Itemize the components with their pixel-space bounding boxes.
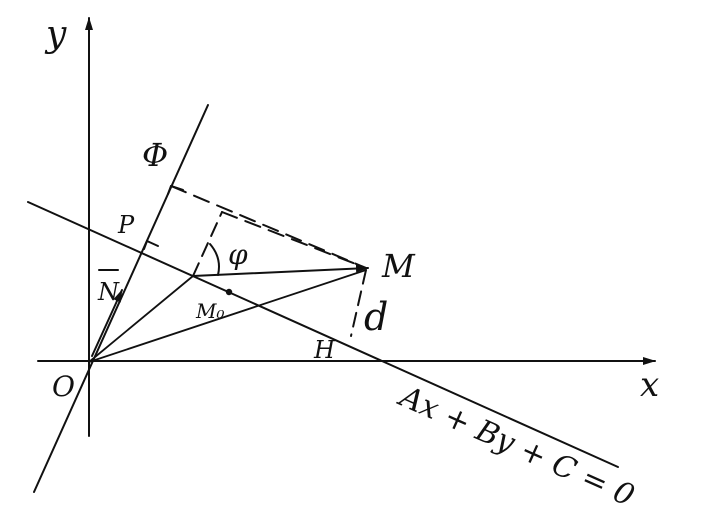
angle-arc-phi <box>209 243 220 276</box>
point-m0-dot <box>225 288 233 296</box>
point-p-label: P <box>117 211 135 239</box>
origin-label: O <box>52 370 75 403</box>
projection-phi-to-m <box>170 185 367 269</box>
ray-origin-to-line <box>88 275 194 363</box>
point-m-label: M <box>381 247 416 285</box>
dashed-short-segment <box>192 211 223 277</box>
y-axis-label: y <box>44 14 67 55</box>
angle-label: φ <box>228 238 248 271</box>
dashed-parallel <box>221 211 367 269</box>
point-m0-label: M₀ <box>195 299 225 323</box>
given-line <box>27 201 619 468</box>
normal-vector-label: N <box>97 278 120 306</box>
phi-line-label: Φ <box>142 136 168 174</box>
line-equation-label: Ax + By + C = 0 <box>392 378 639 514</box>
right-angle-mark-p <box>143 240 159 250</box>
vector-n <box>91 289 123 357</box>
distance-label: d <box>364 295 388 339</box>
vector-m0-to-m <box>192 264 369 277</box>
normal-line-phi <box>33 104 209 493</box>
point-h-label: H <box>313 336 336 364</box>
distance-segment-d <box>350 269 367 337</box>
x-axis-label: x <box>640 365 659 405</box>
ray-origin-to-m <box>88 269 367 363</box>
